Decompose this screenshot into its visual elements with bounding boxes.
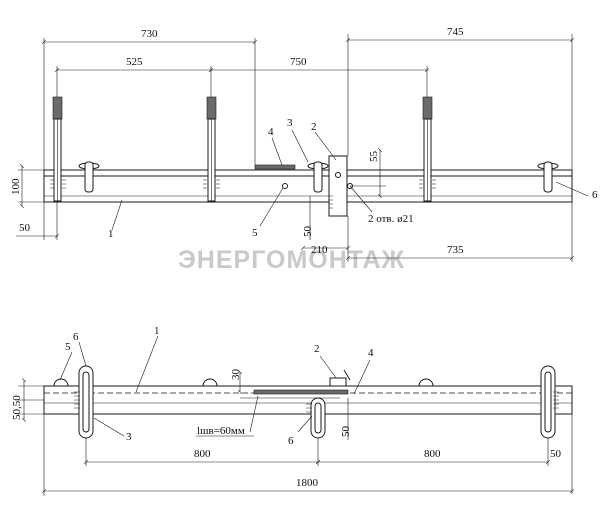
callout-b3: 3: [126, 431, 132, 443]
dim-745: 745: [447, 26, 464, 38]
leader-6: [555, 181, 589, 197]
insulator-3: [422, 96, 433, 202]
leader-4: [271, 137, 283, 166]
callout-2: 2: [311, 121, 317, 133]
dim-50-middle: 50: [302, 226, 314, 238]
shackle-middle: [306, 397, 326, 439]
dim-800-left: 800: [194, 448, 211, 460]
pin-top-1: [53, 378, 69, 387]
weld-length-label: lшв=60мм: [197, 425, 245, 437]
bracket-part2: [329, 377, 347, 387]
leader-weld: [249, 395, 259, 433]
leader-holes: [349, 185, 373, 213]
clamp-middle: [307, 161, 329, 193]
leader-3: [291, 129, 309, 163]
top-view: 730 745 525 750 55 100 50 50: [10, 26, 598, 262]
dim-100: 100: [10, 178, 22, 195]
dim-30: 30: [230, 369, 242, 381]
leader-1: [111, 199, 123, 231]
shackle-left: [74, 365, 94, 439]
dim-210: 210: [311, 244, 328, 256]
leader-2: [314, 131, 337, 161]
callout-1: 1: [108, 228, 114, 240]
dim-50-right: 50: [550, 448, 562, 460]
top-beam: [43, 169, 573, 203]
dim-55: 55: [368, 151, 380, 163]
callout-b4: 4: [368, 347, 374, 359]
callout-b6-bottom: 6: [288, 435, 294, 447]
weld-strip: [253, 389, 349, 395]
leader-b6-bottom: [297, 415, 313, 433]
dim-50-bottom-middle: 50: [340, 426, 352, 438]
holes-label: 2 отв. ø21: [368, 213, 414, 225]
shackle-right: [540, 365, 559, 439]
watermark-text: ЭНЕРГОМОНТАЖ: [178, 246, 405, 274]
dim-800-right: 800: [424, 448, 441, 460]
leader-b3: [93, 417, 125, 437]
callout-b1: 1: [154, 325, 160, 337]
leader-b2: [319, 355, 337, 379]
bracket-edge: [343, 369, 351, 381]
plate-marks: [329, 195, 333, 209]
dim-525: 525: [126, 56, 143, 68]
pin-top-3: [418, 378, 434, 387]
leader-b1: [135, 335, 159, 393]
dim-735: 735: [447, 244, 464, 256]
pin-top-2: [202, 378, 218, 387]
callout-3: 3: [287, 117, 293, 129]
clamp-right: [537, 161, 559, 193]
callout-5: 5: [252, 227, 258, 239]
leader-b6-top: [78, 341, 87, 367]
dim-50-left: 50: [19, 222, 31, 234]
leader-b4: [353, 359, 371, 395]
leader-5: [259, 187, 284, 227]
bolt-hole-1: [335, 172, 341, 178]
pin-base-marks: [50, 179, 436, 189]
callout-b6-top: 6: [73, 331, 79, 343]
strip-part4: [254, 164, 296, 170]
insulator-2: [206, 96, 217, 202]
bolt-part5: [282, 183, 288, 189]
dim-50-50: 50,50: [11, 395, 23, 420]
bottom-view: 30 50,50 800 800 50 50 1800 lшв=60мм 5: [11, 325, 575, 496]
callout-6: 6: [592, 189, 598, 201]
dim-1800: 1800: [296, 477, 319, 489]
clamp-left: [78, 161, 100, 193]
dim-750: 750: [290, 56, 307, 68]
callout-b5: 5: [65, 341, 71, 353]
callout-4: 4: [268, 126, 274, 138]
callout-b2: 2: [314, 343, 320, 355]
leader-b5: [59, 351, 73, 381]
plate-part2: [328, 155, 348, 217]
insulator-1: [52, 96, 63, 202]
dim-730: 730: [141, 28, 158, 40]
